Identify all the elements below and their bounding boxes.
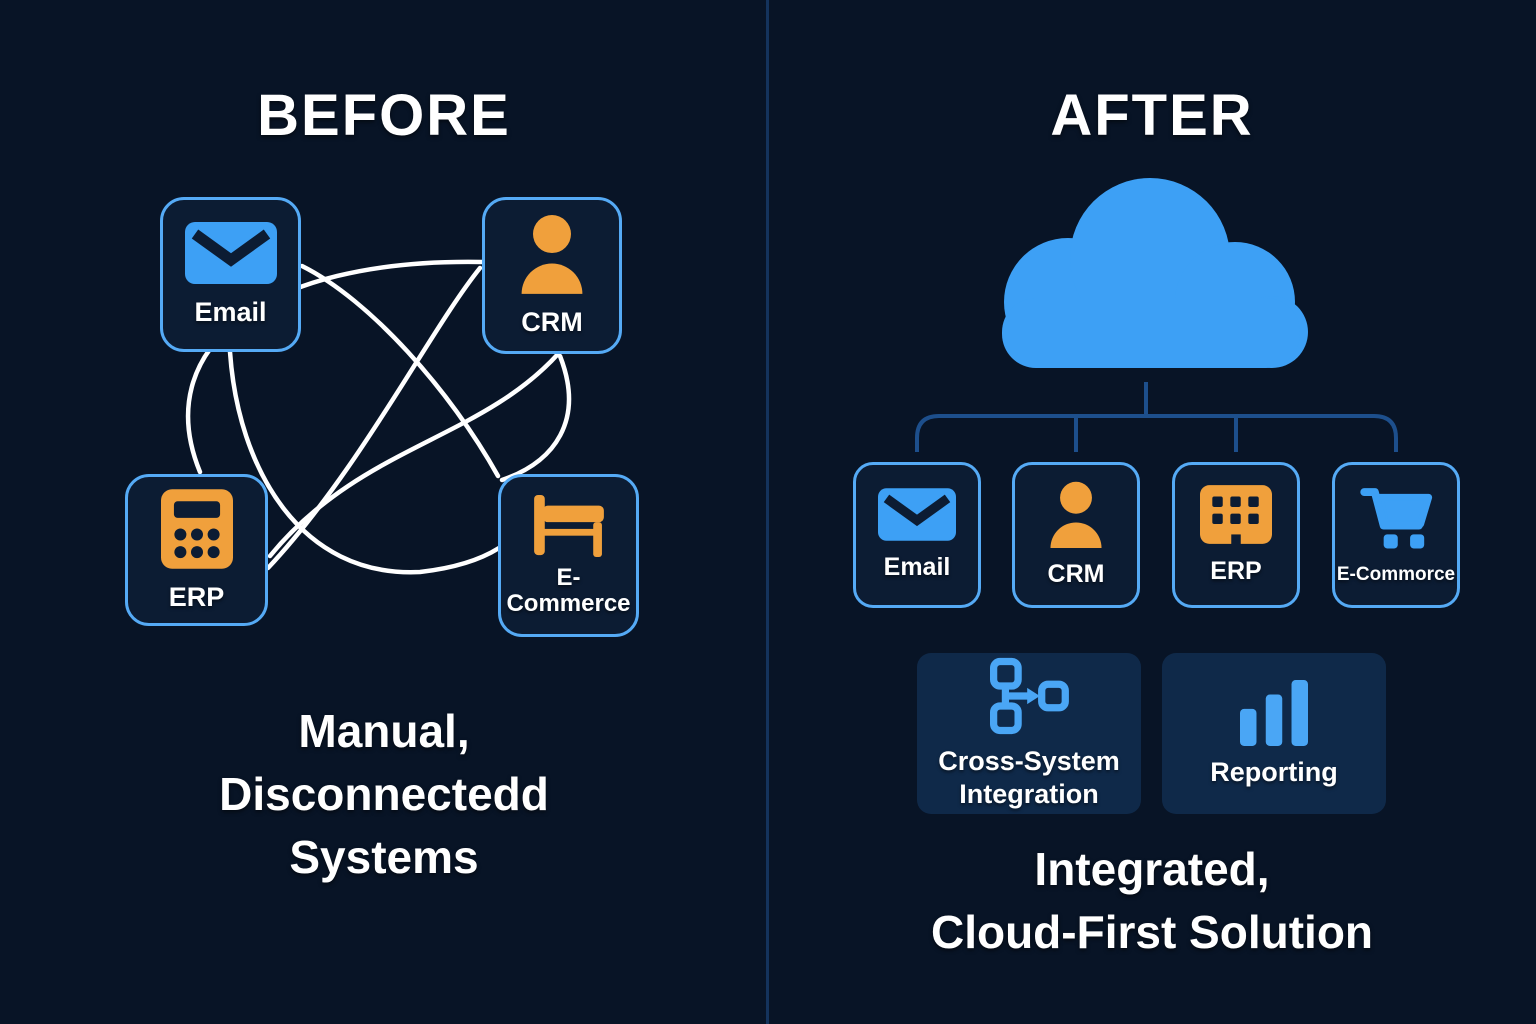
reporting-box: Reporting (1162, 653, 1386, 814)
after-erp-label: ERP (1210, 556, 1262, 585)
reporting-label: Reporting (1210, 757, 1338, 788)
after-crm-label: CRM (1047, 560, 1105, 588)
envelope-icon (878, 488, 956, 541)
before-ecommerce-label: E- Commerce (506, 564, 631, 617)
after-ecommerce-label: E-Commorce (1336, 563, 1456, 585)
before-crm-label: CRM (521, 307, 583, 338)
cross-system-integration-label: Cross-System Integration (938, 746, 1120, 809)
before-title: BEFORE (257, 83, 511, 148)
before-ecommerce-box: E- Commerce (498, 474, 639, 637)
tangle-line (499, 353, 572, 483)
after-caption: Integrated, Cloud-First Solution (930, 843, 1374, 958)
bed-icon (533, 495, 604, 558)
tree-connector (915, 382, 1398, 452)
after-crm-box: CRM (1012, 462, 1140, 608)
person-icon (1050, 481, 1102, 548)
bar-chart-icon (1240, 680, 1308, 747)
before-email-box: Email (160, 197, 301, 352)
before-crm-box: CRM (482, 197, 622, 354)
cross-system-integration-box: Cross-System Integration (917, 653, 1141, 814)
panel-divider (766, 0, 769, 1024)
cloud-icon (1002, 178, 1308, 368)
after-erp-box: ERP (1172, 462, 1300, 608)
after-email-label: Email (883, 553, 951, 581)
tangle-line (227, 349, 502, 575)
building-grid-icon (1200, 484, 1272, 545)
after-email-box: Email (853, 462, 981, 608)
before-erp-box: ERP (125, 474, 268, 626)
after-title: AFTER (1050, 83, 1254, 148)
before-email-label: Email (194, 297, 267, 328)
tangle-line (267, 351, 561, 559)
workflow-icon (990, 658, 1069, 735)
envelope-icon (184, 222, 277, 285)
before-erp-label: ERP (168, 581, 225, 612)
tangle-line (299, 263, 501, 479)
calculator-icon (160, 489, 233, 569)
tangle-line (265, 265, 483, 571)
person-icon (521, 215, 583, 295)
before-caption: Manual, Disconnectedd Systems (219, 705, 549, 883)
shopping-cart-icon (1360, 487, 1433, 548)
after-ecommerce-box: E-Commorce (1332, 462, 1460, 608)
